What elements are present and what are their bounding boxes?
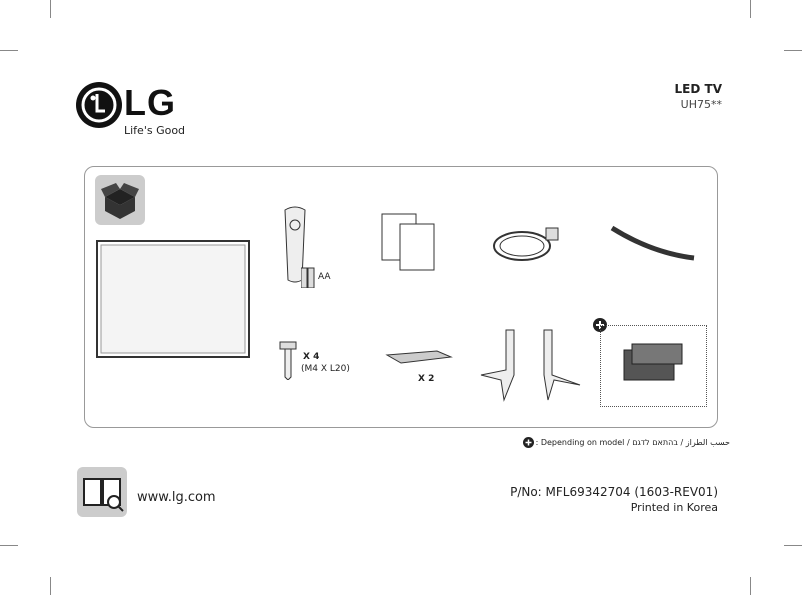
plus-circle-icon bbox=[522, 437, 534, 448]
model-number: UH75** bbox=[680, 98, 722, 111]
batteries-label: AA bbox=[318, 272, 331, 282]
lg-logo-icon bbox=[76, 82, 122, 128]
ferrite-core-icon bbox=[623, 343, 683, 381]
screws-quantity: X 4 bbox=[303, 352, 320, 362]
optional-component-area bbox=[600, 325, 707, 407]
manuals-icon bbox=[381, 213, 435, 271]
tv-illustration bbox=[96, 240, 250, 358]
note-text: : Depending on model / حسب الطراز / בהתא… bbox=[535, 438, 730, 447]
printed-in: Printed in Korea bbox=[630, 501, 718, 514]
stand-legs-icon bbox=[480, 329, 581, 402]
product-title: LED TV bbox=[674, 82, 722, 96]
crop-mark bbox=[750, 577, 751, 595]
screws-spec: (M4 X L20) bbox=[301, 364, 350, 374]
cable-holder-icon bbox=[610, 225, 695, 261]
power-cord-icon bbox=[493, 227, 559, 261]
model-note: : Depending on model / حسب الطراز / בהתא… bbox=[522, 437, 730, 448]
slogan: Life's Good bbox=[124, 124, 186, 137]
crop-mark bbox=[0, 545, 18, 546]
box-icon bbox=[95, 175, 145, 225]
crop-mark bbox=[0, 50, 18, 51]
crop-mark bbox=[50, 577, 51, 595]
stand-foot-pad-icon bbox=[385, 350, 453, 364]
part-number: P/No: MFL69342704 (1603-REV01) bbox=[510, 485, 718, 499]
crop-mark bbox=[784, 50, 802, 51]
crop-mark bbox=[750, 0, 751, 18]
screw-icon bbox=[279, 341, 297, 380]
crop-mark bbox=[784, 545, 802, 546]
logo-wordmark: LG bbox=[124, 82, 176, 123]
crop-mark bbox=[50, 0, 51, 18]
components-panel bbox=[84, 166, 718, 428]
website-link[interactable]: www.lg.com bbox=[137, 490, 216, 505]
batteries-icon bbox=[301, 267, 315, 288]
feet-quantity: X 2 bbox=[418, 374, 435, 384]
manual-search-icon bbox=[77, 467, 127, 517]
